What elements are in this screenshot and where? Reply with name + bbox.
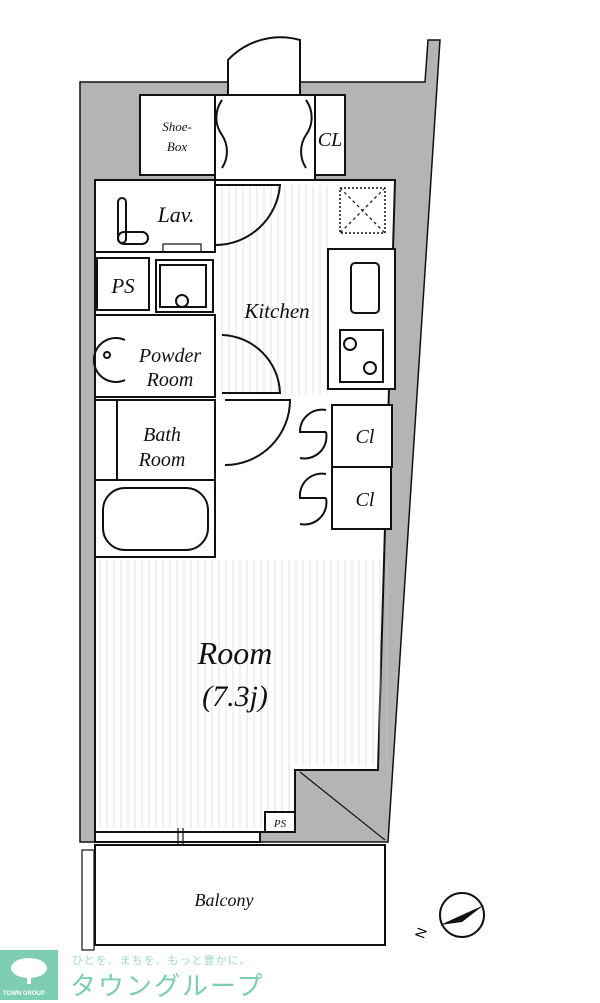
shoe-box-label: Box [167,139,187,154]
stove [339,329,384,383]
tree-icon [11,958,47,984]
sink [350,262,380,314]
powder-door[interactable] [221,334,282,394]
closet-1-label: Cl [356,426,375,448]
toilet-bowl [117,231,149,245]
washbasin [92,337,126,383]
logo-tagline: ひとを、まちを、もっと豊かに。 [72,954,252,967]
bath-room-label: Bath [143,424,181,446]
pipe-space-label: PS [110,274,135,298]
entrance-opening [228,80,300,96]
closet-top [314,94,346,176]
closet-2-label: Cl [356,489,375,511]
bathtub [102,487,209,551]
closet-1 [331,404,393,468]
lavatory-label: Lav. [157,202,195,227]
washer-space [155,259,214,313]
flooring-pattern [99,185,388,828]
room-size: (7.3j) [202,680,268,713]
balcony-rail [81,849,95,951]
logo-text: TOWN GROUP [3,991,45,997]
pipe-space-small-label: PS [273,818,287,830]
shoe-box [139,94,216,176]
burner [343,337,357,351]
bath-door[interactable] [224,399,292,466]
burner [363,361,377,375]
closet-doors[interactable] [215,99,313,169]
compass-ring [439,892,485,938]
pipe-space [96,257,150,311]
balcony [94,844,386,946]
powder-room [94,314,216,398]
diag-wall [299,771,386,841]
powder-room-label: Room [146,369,194,391]
compass-needle-icon [440,905,484,925]
closet-top-label: CL [318,129,342,151]
powder-room-label: Powder [138,345,201,367]
faucet [103,351,111,359]
balcony-label: Balcony [195,890,254,910]
lav-shelf [162,243,202,253]
vent [339,187,386,234]
vent-cross [339,187,386,234]
logo: TOWN GROUP [0,950,58,1000]
lavatory [94,179,216,253]
pipe-space-small [264,811,296,833]
shoe-box-label: Shoe- [162,119,192,134]
compass-label: N [412,925,430,940]
bath-room [94,399,216,558]
entrance-door[interactable] [227,36,301,95]
drain [175,294,189,308]
room-label: Room [197,635,273,671]
entrance [214,94,316,181]
bath-room-label: Room [138,449,186,471]
logo-name: タウングループ [70,972,265,1002]
kitchen-label: Kitchen [243,299,309,323]
closet-2 [331,466,392,530]
lav-door[interactable] [214,184,282,247]
compass: N [412,892,485,940]
closet-side-doors[interactable] [298,408,328,526]
kitchen-counter [327,248,396,390]
